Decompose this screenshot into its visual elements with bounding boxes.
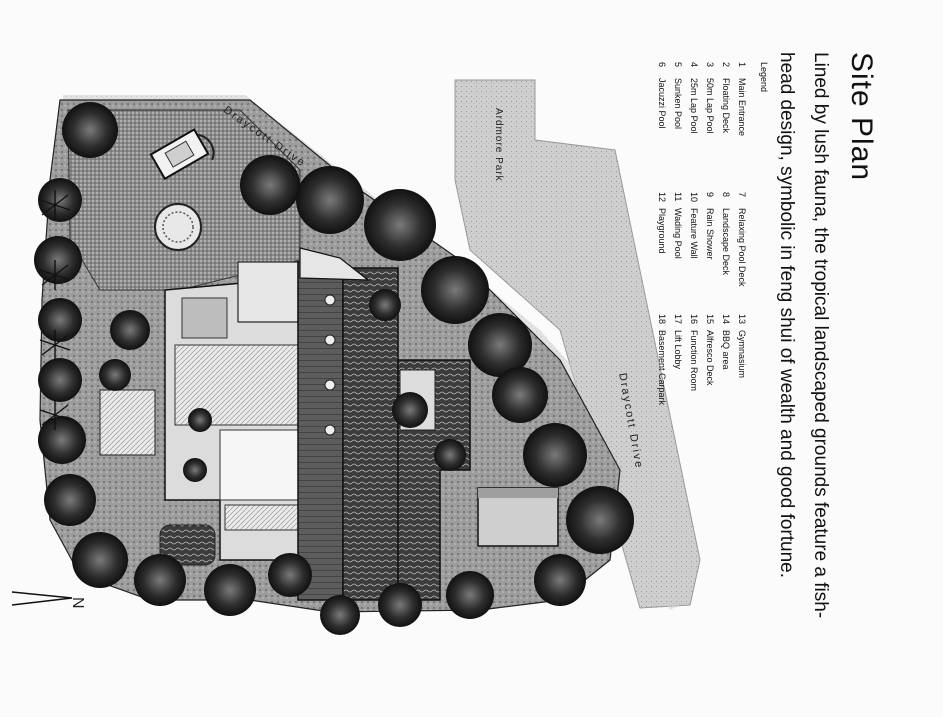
legend-item-number: 7 [737,192,747,198]
legend-item-label: Basement Carpark [657,330,667,406]
legend-item-label: Function Room [689,330,699,392]
legend-item: 6Jacuzzi Pool [652,62,668,136]
legend-item-label: Lift Lobby [673,330,683,370]
legend-item-label: Rain Shower [705,208,715,260]
legend-item-label: BBQ area [721,330,731,370]
legend-item-label: Feature Wall [689,208,699,259]
legend-item: 11Wading Pool [668,192,684,287]
guardhouse-arc [197,134,215,161]
jacuzzi [159,524,216,566]
legend-item-label: 50m Lap Pool [705,78,715,134]
legend-item-number: 16 [689,314,699,325]
legend-item-label: Jacuzzi Pool [657,78,667,129]
entrance-fountain [154,203,202,251]
legend-item: 3 50m Lap Pool [700,62,716,136]
legend-item: 4 25m Lap Pool [684,62,700,136]
legend-item: 9Rain Shower [700,192,716,287]
legend-item-label: Alfresco Deck [705,330,715,386]
page-subtitle: Lined by lush fauna, the tropical landsc… [776,52,831,619]
street-label-ardmore: Ardmore Park [493,108,504,182]
legend-item: 1Main Entrance [732,62,748,136]
legend-item-number: 2 [721,62,731,68]
legend-item-label: Wading Pool [673,208,683,259]
legend-item-number: 1 [737,62,747,68]
north-label: N [69,597,86,611]
legend-item-number: 4 [689,62,699,68]
legend-item-label: Main Entrance [737,78,747,137]
legend-item-number: 11 [673,192,683,202]
playground [99,389,156,456]
legend-item: 18Basement Carpark [652,314,668,405]
legend-item-label: 25m Lap Pool [689,78,699,134]
palm-trees [39,190,71,430]
legend-item-number: 9 [705,192,715,198]
legend-item-number: 10 [689,192,699,203]
legend-item-number: 12 [657,192,667,203]
legend-item-number: 5 [673,62,683,68]
legend-item: 10Feature Wall [684,192,700,287]
legend-item-label: Sunken Pool [673,78,683,130]
legend-item: 13Gymnasium [732,314,748,405]
legend-item: 8Landscape Deck [716,192,732,287]
legend-item-number: 6 [657,62,667,68]
guardhouse [149,128,210,181]
legend-item: 2Floating Deck [716,62,732,136]
pavilion-roof [299,247,370,281]
legend-item: 17Lift Lobby [668,314,684,405]
legend-heading: Legend [759,62,769,93]
legend-item: 14BBQ area [716,314,732,405]
legend-item: 12Playground [652,192,668,287]
legend-item-number: 18 [657,314,667,325]
legend-item-number: 14 [721,314,731,325]
legend-item: 15Alfresco Deck [700,314,716,405]
legend-item-label: Gymnasium [737,330,747,379]
legend-item-number: 8 [721,192,731,198]
legend-item-label: Landscape Deck [721,208,731,276]
legend-item: 5Sunken Pool [668,62,684,136]
page-title: Site Plan [845,52,878,182]
landscape-trees [34,102,634,635]
legend-item-number: 13 [737,314,747,325]
legend-item-label: Playground [657,208,667,254]
legend-item-label: Floating Deck [721,78,731,134]
legend-item-number: 17 [673,314,683,325]
north-arrow-icon [11,591,73,606]
legend-item: 7Relaxing Pool Deck [732,192,748,287]
lap-pool-50m [297,261,399,601]
legend-item-number: 15 [705,314,715,325]
legend-item-number: 3 [705,62,715,68]
legend-item-label: Relaxing Pool Deck [737,208,747,287]
legend-item: 16Function Room [684,314,700,405]
